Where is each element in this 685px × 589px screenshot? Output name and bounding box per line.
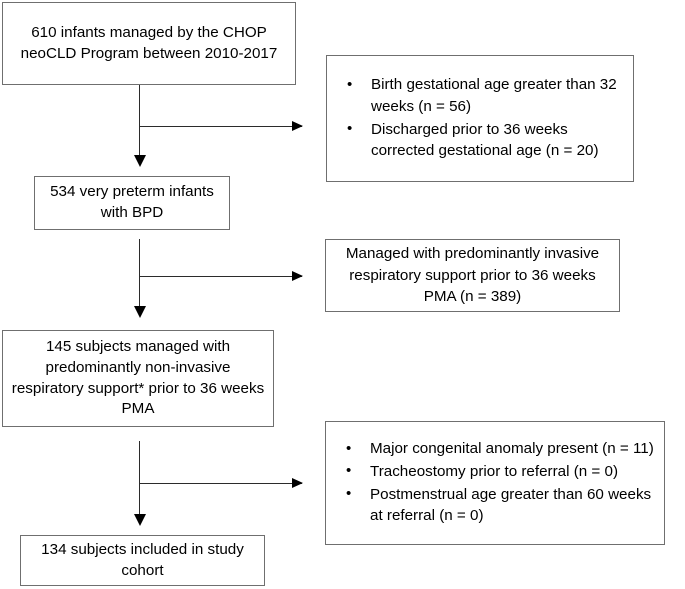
list-item: Major congenital anomaly present (n = 11… [336, 438, 654, 460]
exclusion-list-3: Major congenital anomaly present (n = 11… [336, 438, 654, 527]
list-item: Tracheostomy prior to referral (n = 0) [336, 460, 654, 483]
list-item: Birth gestational age greater than 32 we… [337, 74, 623, 117]
branch-arrowhead-3 [292, 477, 303, 488]
exclusion-group-2: Managed with predominantly invasive resp… [325, 239, 620, 312]
branch-line-1 [139, 126, 302, 127]
exclusion-list-1: Birth gestational age greater than 32 we… [337, 74, 623, 162]
node-study-cohort-label: 134 subjects included in study cohort [41, 540, 244, 579]
node-very-preterm-bpd: 534 very preterm infants with BPD [34, 176, 230, 230]
exclusion-text-2: Managed with predominantly invasive resp… [345, 245, 600, 306]
branch-line-3 [139, 483, 302, 484]
branch-arrowhead-1 [292, 120, 303, 131]
connector-line-2 [139, 239, 140, 311]
branch-line-2 [139, 276, 302, 277]
node-enrollment: 610 infants managed by the CHOP neoCLD P… [2, 2, 296, 85]
node-noninvasive-support-label: 145 subjects managed with predominantly … [11, 337, 265, 418]
connector-arrowhead-2 [133, 306, 146, 318]
connector-arrowhead-3 [133, 514, 146, 526]
list-item: Discharged prior to 36 weeks corrected g… [337, 118, 623, 162]
node-enrollment-label: 610 infants managed by the CHOP neoCLD P… [20, 23, 278, 62]
node-very-preterm-bpd-label: 534 very preterm infants with BPD [50, 183, 214, 221]
connector-arrowhead-1 [133, 155, 146, 167]
node-study-cohort: 134 subjects included in study cohort [20, 535, 265, 586]
exclusion-group-3: Major congenital anomaly present (n = 11… [325, 421, 665, 545]
exclusion-group-1: Birth gestational age greater than 32 we… [326, 55, 634, 182]
node-noninvasive-support: 145 subjects managed with predominantly … [2, 330, 274, 427]
branch-arrowhead-2 [292, 270, 303, 281]
list-item: Postmenstrual age greater than 60 weeks … [336, 483, 654, 527]
connector-line-1 [139, 85, 140, 161]
connector-line-3 [139, 441, 140, 520]
